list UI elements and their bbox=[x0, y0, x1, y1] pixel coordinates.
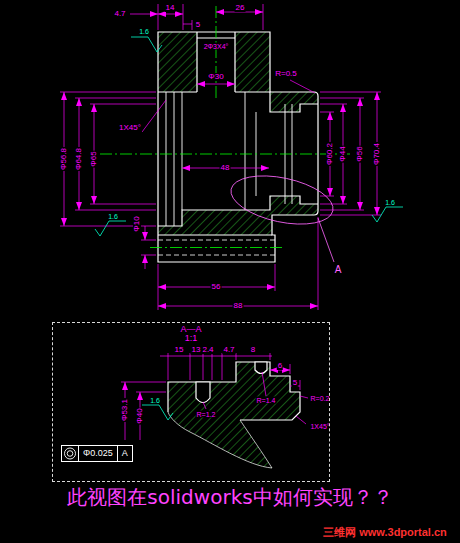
part-outline bbox=[158, 32, 318, 262]
dimension-line bbox=[60, 92, 156, 226]
part-outline bbox=[158, 32, 318, 262]
dimension-line bbox=[168, 353, 300, 390]
dimension-line bbox=[160, 356, 272, 357]
dimension-line bbox=[145, 255, 146, 269]
section-hatching bbox=[168, 362, 300, 468]
dimension-line bbox=[320, 92, 381, 215]
dimension-line bbox=[121, 353, 308, 440]
dimension-value: 88 bbox=[233, 302, 244, 310]
roughness-symbol bbox=[372, 207, 403, 222]
section-hatching bbox=[168, 362, 300, 468]
detail-outline bbox=[168, 362, 300, 468]
dimension-value: Φ10 bbox=[133, 215, 141, 232]
detail-callout bbox=[227, 168, 338, 233]
dimension-value: Φ56 bbox=[356, 145, 364, 162]
dimension-line bbox=[290, 80, 315, 93]
dimension-value: Φ53.1 bbox=[121, 398, 129, 422]
dimension-line bbox=[158, 14, 183, 15]
section-heading: 1:1 bbox=[185, 334, 198, 343]
caption: 此视图在solidworks中如何实现？？ bbox=[67, 487, 392, 507]
dimension-line bbox=[183, 24, 192, 25]
roughness-value: 1.6 bbox=[384, 199, 396, 206]
dimension-value: Φ44 bbox=[339, 145, 347, 162]
dimension-value: R=0.5 bbox=[274, 70, 298, 78]
dimension-value: 56 bbox=[211, 283, 222, 291]
tolerance-cell: Φ0.025 bbox=[78, 446, 117, 461]
dimension-value: 2.4 bbox=[201, 346, 214, 354]
section-hatching bbox=[158, 32, 318, 235]
dimension-value: Φ65 bbox=[90, 150, 98, 167]
section-heading: A—A bbox=[180, 325, 201, 334]
dimension-value: R=1.2 bbox=[196, 411, 217, 418]
watermark: 三维网 www.3dportal.cn bbox=[322, 527, 448, 538]
dimension-value: 5 bbox=[195, 21, 201, 29]
dimension-value: 2Φ3X4° bbox=[203, 43, 230, 50]
dimension-line bbox=[197, 84, 235, 85]
dimension-value: 6 bbox=[277, 362, 283, 370]
dimension-line bbox=[158, 4, 263, 30]
dimension-value: 48 bbox=[220, 164, 231, 172]
dimension-value: Φ30 bbox=[207, 73, 224, 81]
concentricity-symbol bbox=[62, 446, 78, 461]
dimension-value: 13 bbox=[191, 346, 202, 354]
dimension-line bbox=[203, 372, 308, 424]
dimension-line bbox=[130, 14, 158, 15]
dimension-value: Φ56.8 bbox=[60, 147, 68, 171]
dimension-line bbox=[141, 240, 156, 255]
dimension-value: 4.7 bbox=[113, 10, 126, 18]
concentricity-symbol bbox=[67, 451, 73, 457]
dimension-value: R=1.4 bbox=[256, 397, 277, 404]
dimension-value: 26 bbox=[235, 4, 246, 12]
roughness-symbol bbox=[142, 405, 173, 420]
part-outline bbox=[158, 32, 318, 235]
roughness-symbol bbox=[131, 37, 162, 52]
concentricity-symbol bbox=[65, 448, 76, 459]
detail-outline bbox=[168, 362, 300, 420]
dimension-line bbox=[158, 217, 318, 310]
dimension-value: 1X45° bbox=[309, 423, 330, 430]
dimension-value: Φ64.8 bbox=[75, 147, 83, 171]
dimension-value: 14 bbox=[165, 4, 176, 12]
detail-callout bbox=[318, 218, 334, 262]
roughness-value: 1.6 bbox=[138, 28, 150, 35]
dimension-value: R=0.2 bbox=[310, 395, 331, 402]
tolerance-frame: Φ0.025A bbox=[61, 445, 133, 462]
center-line bbox=[100, 6, 350, 248]
roughness-value: 1.6 bbox=[149, 397, 161, 404]
dimension-value: Φ60.2 bbox=[326, 142, 334, 166]
dimension-value: 4.7 bbox=[222, 346, 235, 354]
roughness-value: 1.6 bbox=[107, 213, 119, 220]
section-view-frame: A—A1:1Φ0.025A bbox=[52, 322, 330, 482]
detail-outline bbox=[196, 382, 210, 403]
roughness-symbol bbox=[95, 221, 126, 236]
tolerance-cell: A bbox=[117, 446, 132, 461]
dimension-value: 15 bbox=[174, 346, 185, 354]
part-outline bbox=[166, 92, 292, 226]
detail-outline bbox=[168, 412, 272, 468]
dimension-value: Φ70.4 bbox=[373, 142, 381, 166]
dimension-value: 8 bbox=[250, 346, 256, 354]
center-line bbox=[100, 6, 350, 248]
detail-outline bbox=[255, 362, 267, 374]
dimension-value: 1X45° bbox=[118, 124, 142, 132]
dimension-line bbox=[142, 100, 166, 132]
dimension-value: Φ40 bbox=[136, 407, 144, 424]
callout-letter: A bbox=[334, 265, 343, 275]
dimension-line bbox=[145, 226, 146, 240]
dimension-value: 5 bbox=[292, 379, 298, 387]
detail-callout bbox=[227, 168, 338, 262]
dimension-line bbox=[121, 382, 166, 392]
section-hatching bbox=[158, 32, 318, 235]
dimension-line bbox=[60, 4, 381, 310]
roughness-symbol bbox=[95, 37, 403, 420]
